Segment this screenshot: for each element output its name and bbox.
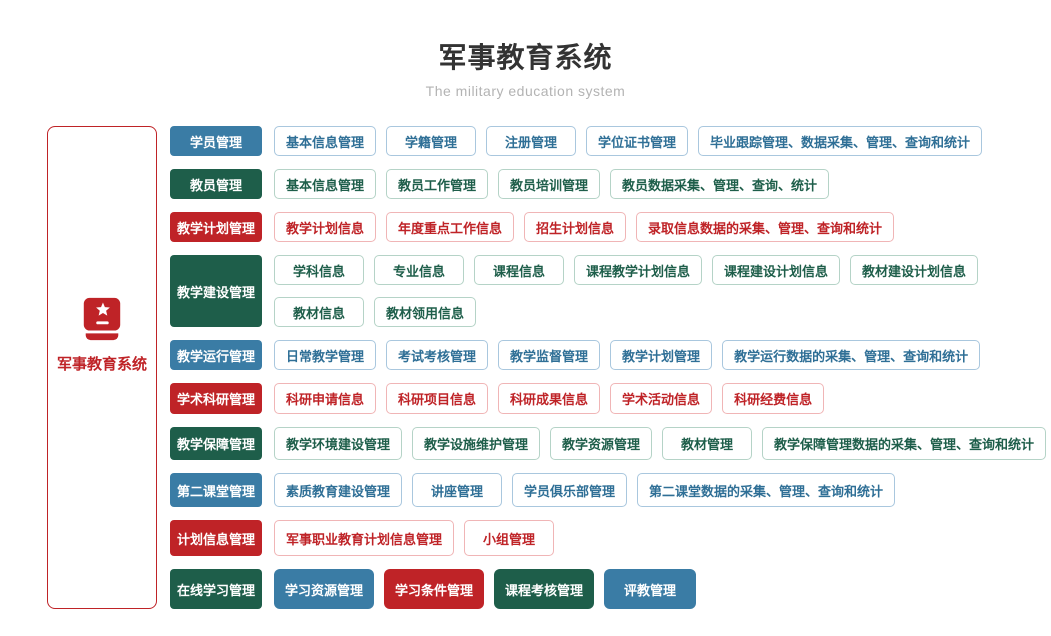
module-button[interactable]: 教学计划管理 bbox=[610, 340, 713, 370]
module-button[interactable]: 教材信息 bbox=[274, 297, 364, 327]
module-button[interactable]: 科研申请信息 bbox=[274, 383, 377, 414]
module-button[interactable]: 学习资源管理 bbox=[274, 569, 375, 609]
module-button[interactable]: 课程教学计划信息 bbox=[574, 255, 703, 285]
diagram-layout: 军事教育系统 学员管理基本信息管理学籍管理注册管理学位证书管理毕业跟踪管理、数据… bbox=[0, 126, 1051, 609]
module-button[interactable]: 学位证书管理 bbox=[586, 126, 689, 156]
module-lines: 学习资源管理学习条件管理课程考核管理评教管理 bbox=[274, 569, 697, 609]
category-button[interactable]: 教学计划管理 bbox=[170, 212, 262, 242]
module-lines: 教学计划信息年度重点工作信息招生计划信息录取信息数据的采集、管理、查询和统计 bbox=[274, 212, 895, 242]
module-button[interactable]: 教员数据采集、管理、查询、统计 bbox=[610, 169, 830, 199]
module-button[interactable]: 教学运行数据的采集、管理、查询和统计 bbox=[722, 340, 981, 370]
module-button[interactable]: 教学设施维护管理 bbox=[412, 427, 541, 460]
module-button[interactable]: 科研经费信息 bbox=[722, 383, 825, 414]
module-lines: 日常教学管理考试考核管理教学监督管理教学计划管理教学运行数据的采集、管理、查询和… bbox=[274, 340, 981, 370]
module-lines: 学科信息专业信息课程信息课程教学计划信息课程建设计划信息教材建设计划信息教材信息… bbox=[274, 255, 979, 327]
root-node: 军事教育系统 bbox=[47, 126, 157, 609]
module-button[interactable]: 军事职业教育计划信息管理 bbox=[274, 520, 455, 556]
module-button[interactable]: 毕业跟踪管理、数据采集、管理、查询和统计 bbox=[698, 126, 983, 156]
module-button[interactable]: 录取信息数据的采集、管理、查询和统计 bbox=[636, 212, 895, 242]
category-button[interactable]: 教学建设管理 bbox=[170, 255, 262, 327]
book-star-icon bbox=[79, 296, 125, 342]
module-button[interactable]: 科研项目信息 bbox=[386, 383, 489, 414]
module-button[interactable]: 教材管理 bbox=[662, 427, 753, 460]
module-row: 学员管理基本信息管理学籍管理注册管理学位证书管理毕业跟踪管理、数据采集、管理、查… bbox=[170, 126, 1046, 156]
module-lines: 科研申请信息科研项目信息科研成果信息学术活动信息科研经费信息 bbox=[274, 383, 825, 414]
page-title: 军事教育系统 bbox=[438, 42, 613, 73]
module-button[interactable]: 年度重点工作信息 bbox=[386, 212, 515, 242]
module-row: 计划信息管理军事职业教育计划信息管理小组管理 bbox=[170, 520, 1046, 556]
module-line: 教材信息教材领用信息 bbox=[274, 297, 978, 327]
page-subtitle: The military education system bbox=[425, 83, 626, 99]
module-button[interactable]: 注册管理 bbox=[486, 126, 577, 156]
category-button[interactable]: 第二课堂管理 bbox=[170, 473, 262, 507]
module-row: 教学保障管理教学环境建设管理教学设施维护管理教学资源管理教材管理教学保障管理数据… bbox=[170, 427, 1047, 460]
module-button[interactable]: 科研成果信息 bbox=[498, 383, 601, 414]
module-row: 教学建设管理学科信息专业信息课程信息课程教学计划信息课程建设计划信息教材建设计划… bbox=[170, 255, 1046, 327]
module-button[interactable]: 教学保障管理数据的采集、管理、查询和统计 bbox=[762, 427, 1047, 460]
root-inner: 军事教育系统 bbox=[57, 296, 147, 374]
module-row: 教学计划管理教学计划信息年度重点工作信息招生计划信息录取信息数据的采集、管理、查… bbox=[170, 212, 1046, 242]
module-lines: 教学环境建设管理教学设施维护管理教学资源管理教材管理教学保障管理数据的采集、管理… bbox=[274, 427, 1047, 460]
category-button[interactable]: 计划信息管理 bbox=[170, 520, 262, 556]
category-button[interactable]: 教员管理 bbox=[170, 169, 262, 199]
module-lines: 基本信息管理学籍管理注册管理学位证书管理毕业跟踪管理、数据采集、管理、查询和统计 bbox=[274, 126, 983, 156]
category-button[interactable]: 教学保障管理 bbox=[170, 427, 262, 460]
page-header: 军事教育系统 The military education system bbox=[0, 0, 1051, 99]
module-button[interactable]: 学籍管理 bbox=[386, 126, 477, 156]
module-button[interactable]: 讲座管理 bbox=[412, 473, 503, 507]
module-button[interactable]: 教学计划信息 bbox=[274, 212, 377, 242]
module-button[interactable]: 课程建设计划信息 bbox=[712, 255, 841, 285]
module-button[interactable]: 教学环境建设管理 bbox=[274, 427, 403, 460]
module-row: 教员管理基本信息管理教员工作管理教员培训管理教员数据采集、管理、查询、统计 bbox=[170, 169, 1046, 199]
category-button[interactable]: 学术科研管理 bbox=[170, 383, 262, 414]
module-button[interactable]: 基本信息管理 bbox=[274, 126, 377, 156]
module-row: 第二课堂管理素质教育建设管理讲座管理学员俱乐部管理第二课堂数据的采集、管理、查询… bbox=[170, 473, 1046, 507]
module-line: 基本信息管理学籍管理注册管理学位证书管理毕业跟踪管理、数据采集、管理、查询和统计 bbox=[274, 126, 983, 156]
module-line: 科研申请信息科研项目信息科研成果信息学术活动信息科研经费信息 bbox=[274, 383, 825, 414]
category-button[interactable]: 学员管理 bbox=[170, 126, 262, 156]
module-row: 学术科研管理科研申请信息科研项目信息科研成果信息学术活动信息科研经费信息 bbox=[170, 383, 1046, 414]
module-button[interactable]: 素质教育建设管理 bbox=[274, 473, 403, 507]
module-button[interactable]: 招生计划信息 bbox=[524, 212, 627, 242]
module-lines: 素质教育建设管理讲座管理学员俱乐部管理第二课堂数据的采集、管理、查询和统计 bbox=[274, 473, 896, 507]
module-line: 基本信息管理教员工作管理教员培训管理教员数据采集、管理、查询、统计 bbox=[274, 169, 830, 199]
module-row: 在线学习管理学习资源管理学习条件管理课程考核管理评教管理 bbox=[170, 569, 1046, 609]
module-button[interactable]: 教学资源管理 bbox=[550, 427, 653, 460]
module-button[interactable]: 教学监督管理 bbox=[498, 340, 601, 370]
module-button[interactable]: 学习条件管理 bbox=[384, 569, 485, 609]
module-button[interactable]: 教员工作管理 bbox=[386, 169, 489, 199]
module-button[interactable]: 教员培训管理 bbox=[498, 169, 601, 199]
module-button[interactable]: 课程信息 bbox=[474, 255, 564, 285]
module-button[interactable]: 基本信息管理 bbox=[274, 169, 377, 199]
module-rows: 学员管理基本信息管理学籍管理注册管理学位证书管理毕业跟踪管理、数据采集、管理、查… bbox=[170, 126, 1047, 609]
module-line: 教学计划信息年度重点工作信息招生计划信息录取信息数据的采集、管理、查询和统计 bbox=[274, 212, 895, 242]
module-line: 学习资源管理学习条件管理课程考核管理评教管理 bbox=[274, 569, 697, 609]
module-lines: 军事职业教育计划信息管理小组管理 bbox=[274, 520, 555, 556]
module-button[interactable]: 专业信息 bbox=[374, 255, 464, 285]
root-label: 军事教育系统 bbox=[56, 355, 147, 373]
module-row: 教学运行管理日常教学管理考试考核管理教学监督管理教学计划管理教学运行数据的采集、… bbox=[170, 340, 1046, 370]
module-button[interactable]: 小组管理 bbox=[464, 520, 555, 556]
module-line: 学科信息专业信息课程信息课程教学计划信息课程建设计划信息教材建设计划信息 bbox=[274, 255, 979, 285]
module-button[interactable]: 考试考核管理 bbox=[386, 340, 489, 370]
module-line: 军事职业教育计划信息管理小组管理 bbox=[274, 520, 555, 556]
module-lines: 基本信息管理教员工作管理教员培训管理教员数据采集、管理、查询、统计 bbox=[274, 169, 830, 199]
module-button[interactable]: 评教管理 bbox=[604, 569, 697, 609]
module-button[interactable]: 教材领用信息 bbox=[374, 297, 477, 327]
module-button[interactable]: 日常教学管理 bbox=[274, 340, 377, 370]
module-button[interactable]: 学术活动信息 bbox=[610, 383, 713, 414]
module-line: 日常教学管理考试考核管理教学监督管理教学计划管理教学运行数据的采集、管理、查询和… bbox=[274, 340, 981, 370]
category-button[interactable]: 教学运行管理 bbox=[170, 340, 262, 370]
module-button[interactable]: 教材建设计划信息 bbox=[850, 255, 979, 285]
module-button[interactable]: 学员俱乐部管理 bbox=[512, 473, 628, 507]
module-button[interactable]: 学科信息 bbox=[274, 255, 364, 285]
module-button[interactable]: 第二课堂数据的采集、管理、查询和统计 bbox=[637, 473, 896, 507]
category-button[interactable]: 在线学习管理 bbox=[170, 569, 262, 609]
module-line: 教学环境建设管理教学设施维护管理教学资源管理教材管理教学保障管理数据的采集、管理… bbox=[274, 427, 1047, 460]
module-button[interactable]: 课程考核管理 bbox=[494, 569, 595, 609]
module-line: 素质教育建设管理讲座管理学员俱乐部管理第二课堂数据的采集、管理、查询和统计 bbox=[274, 473, 896, 507]
